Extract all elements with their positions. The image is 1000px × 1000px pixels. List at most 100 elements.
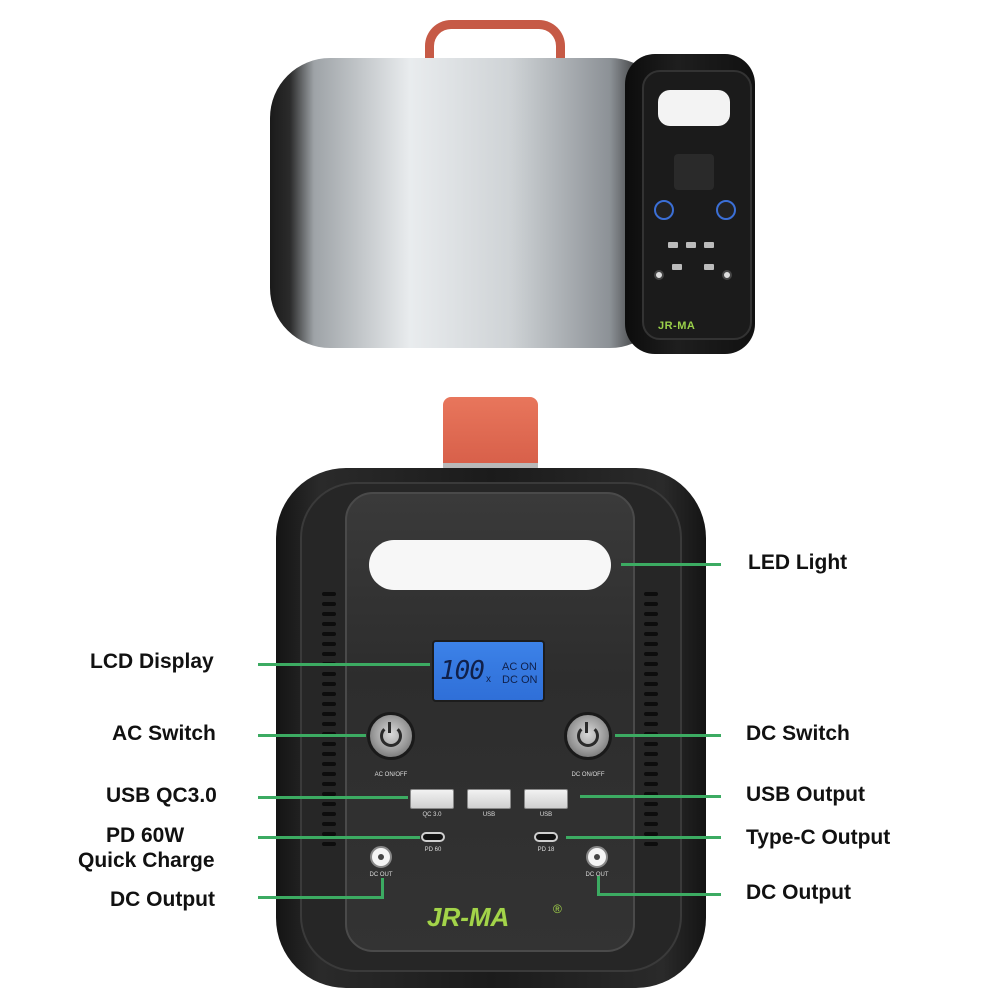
vent-slot: [322, 672, 336, 676]
side-brand-logo: JR-MA: [658, 320, 696, 332]
vent-slot: [644, 612, 658, 616]
usb-qc3-caption: QC 3.0: [422, 812, 442, 818]
vent-slot: [644, 842, 658, 846]
vent-slot: [322, 602, 336, 606]
vent-slot: [322, 782, 336, 786]
vent-slot: [322, 682, 336, 686]
ac-switch-small-icon: [654, 200, 674, 220]
vent-slot: [644, 692, 658, 696]
vent-slot: [644, 812, 658, 816]
lcd-small: [674, 154, 714, 190]
dc-out-left-port[interactable]: [370, 846, 392, 868]
label-ac-switch: AC Switch: [112, 722, 216, 745]
vent-slot: [644, 782, 658, 786]
callout-line-ac-switch: [258, 734, 366, 737]
label-usb-output: USB Output: [746, 783, 865, 806]
carry-handle: [425, 20, 565, 66]
callout-line-dc-left: [258, 896, 384, 899]
power-icon: [577, 722, 599, 747]
vent-slot: [322, 702, 336, 706]
vent-slot: [644, 622, 658, 626]
vent-slot: [644, 722, 658, 726]
label-pd-60w: PD 60W: [106, 824, 185, 847]
usb-port[interactable]: [467, 789, 511, 809]
usb-port-small: [704, 242, 714, 248]
vent-slot: [644, 632, 658, 636]
vent-slot: [644, 772, 658, 776]
vent-slot: [644, 802, 658, 806]
vent-slot: [322, 622, 336, 626]
usb-port-small: [686, 242, 696, 248]
dc-switch-caption: DC ON/OFF: [571, 772, 605, 778]
lcd-display: [432, 640, 545, 702]
vent-slot: [644, 592, 658, 596]
label-dc-output-right: DC Output: [746, 881, 851, 904]
dc-out-right-caption: DC OUT: [585, 872, 609, 878]
callout-line-dc-switch: [615, 734, 721, 737]
vent-slot: [644, 672, 658, 676]
vent-slot: [644, 662, 658, 666]
dc-out-right-port[interactable]: [586, 846, 608, 868]
typec-pd60-port[interactable]: [421, 832, 445, 842]
vent-slot: [644, 752, 658, 756]
lcd-dc-status: DC ON: [502, 674, 538, 686]
vent-slot: [644, 682, 658, 686]
vent-slot: [322, 812, 336, 816]
vent-slot: [322, 832, 336, 836]
usb-qc3-port[interactable]: [410, 789, 454, 809]
callout-line-typec: [566, 836, 721, 839]
lcd-unit: x: [486, 674, 491, 685]
vent-slot: [322, 802, 336, 806]
usb-port[interactable]: [524, 789, 568, 809]
vent-slot: [644, 762, 658, 766]
dc-switch-small-icon: [716, 200, 736, 220]
vent-slot: [644, 602, 658, 606]
callout-line-pd: [258, 836, 420, 839]
front-carry-handle: [443, 397, 538, 469]
vent-slot: [644, 702, 658, 706]
vent-slot: [322, 692, 336, 696]
lcd-value: 100: [440, 656, 485, 686]
lcd-ac-status: AC ON: [502, 661, 537, 673]
dc-switch-button[interactable]: [564, 712, 612, 760]
led-light: [369, 540, 611, 590]
vent-slot: [322, 612, 336, 616]
callout-line-led: [621, 563, 721, 566]
label-led-light: LED Light: [748, 551, 848, 574]
label-typec-output: Type-C Output: [746, 826, 891, 849]
vent-slot: [644, 832, 658, 836]
label-dc-output-left: DC Output: [110, 888, 215, 911]
label-usb-qc3: USB QC3.0: [106, 784, 217, 807]
dc-jack-small: [654, 270, 664, 280]
vent-slot: [322, 632, 336, 636]
label-quick-charge: Quick Charge: [78, 849, 215, 872]
vent-slot: [322, 742, 336, 746]
typec-pd18-port[interactable]: [534, 832, 558, 842]
vent-slot: [322, 712, 336, 716]
typec-pd60-caption: PD 60: [424, 847, 442, 853]
dc-jack-small: [722, 270, 732, 280]
callout-line-usb-output: [580, 795, 721, 798]
power-station-side-view: JR-MA: [270, 20, 760, 360]
ac-switch-button[interactable]: [367, 712, 415, 760]
vent-slot: [322, 722, 336, 726]
vent-slot: [322, 792, 336, 796]
vent-slot: [322, 652, 336, 656]
usb-port-small: [668, 242, 678, 248]
vent-slot: [644, 642, 658, 646]
typec-pd18-caption: PD 18: [537, 847, 555, 853]
label-lcd-display: LCD Display: [90, 650, 214, 673]
vent-slot: [322, 752, 336, 756]
usb-caption: USB: [539, 812, 553, 818]
usb-caption: USB: [482, 812, 496, 818]
typec-port-small: [672, 264, 682, 270]
callout-line-dc-right: [597, 893, 721, 896]
cylinder-body: [270, 58, 670, 348]
vent-slot: [322, 592, 336, 596]
callout-line-lcd: [258, 663, 430, 666]
vent-slot: [644, 742, 658, 746]
vent-slot: [322, 762, 336, 766]
ac-switch-caption: AC ON/OFF: [374, 772, 408, 778]
vent-slot: [322, 642, 336, 646]
label-dc-switch: DC Switch: [746, 722, 850, 745]
